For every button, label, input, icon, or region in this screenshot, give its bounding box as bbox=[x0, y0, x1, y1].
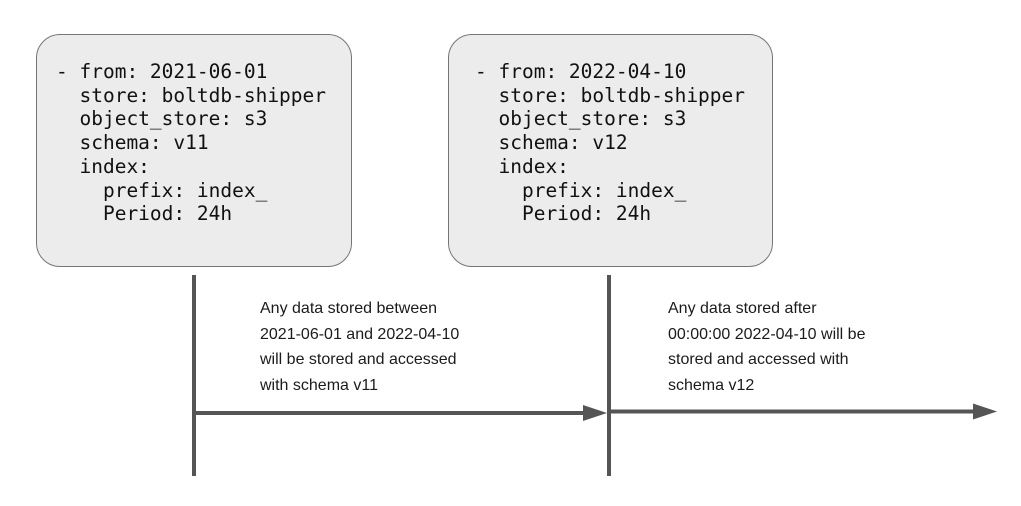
arrowhead-right-icon bbox=[973, 403, 997, 420]
annotation-v11-period: Any data stored between 2021-06-01 and 2… bbox=[260, 300, 460, 394]
config-code-schema-v11: - from: 2021-06-01 store: boltdb-shipper… bbox=[56, 60, 327, 226]
config-code-schema-v12: - from: 2022-04-10 store: boltdb-shipper… bbox=[475, 60, 746, 226]
annotation-v12-period: Any data stored after 00:00:00 2022-04-1… bbox=[668, 300, 866, 394]
config-box-schema-v12: - from: 2022-04-10 store: boltdb-shipper… bbox=[448, 34, 773, 267]
arrowhead-right-icon bbox=[583, 405, 607, 421]
config-box-schema-v11: - from: 2021-06-01 store: boltdb-shipper… bbox=[36, 34, 352, 267]
